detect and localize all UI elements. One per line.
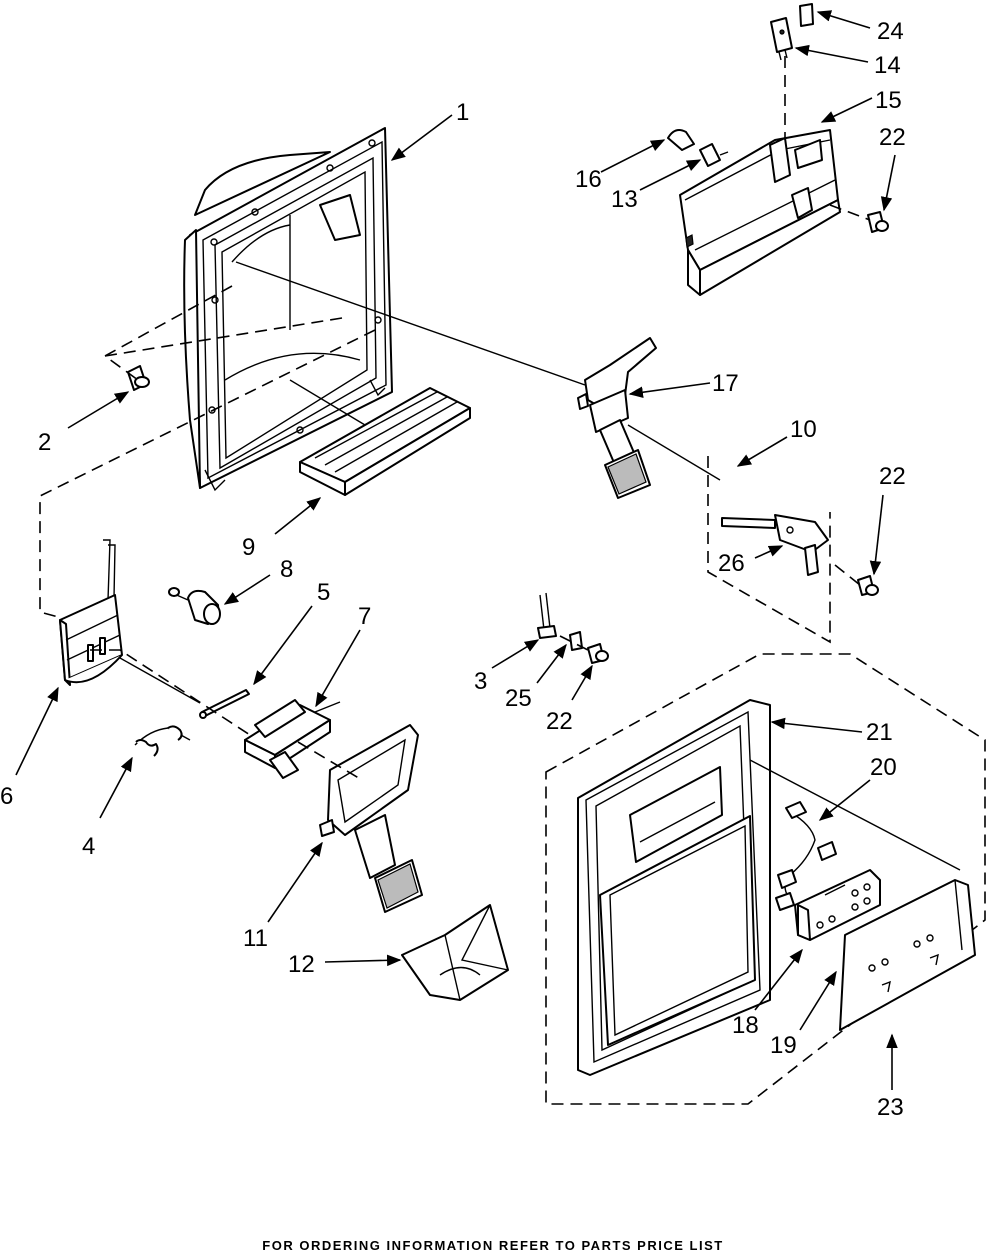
part-8-solenoid [168, 587, 221, 625]
callout-1: 1 [456, 99, 469, 126]
part-22-screw-low [587, 643, 609, 664]
callout-25: 25 [505, 685, 532, 712]
callout-22-mid: 22 [879, 463, 906, 490]
part-12-chute [401, 904, 509, 1001]
callout-5: 5 [317, 579, 330, 606]
callout-17: 17 [712, 370, 739, 397]
callout-11: 11 [243, 925, 268, 952]
part-16-lamp [667, 129, 695, 151]
part-5-pin [199, 689, 250, 719]
callout-13: 13 [611, 186, 638, 213]
part-24-insulator [799, 3, 814, 27]
callout-22-top: 22 [879, 124, 906, 151]
part-22-screw-mid [857, 575, 879, 596]
callout-2: 2 [38, 429, 51, 456]
callout-26: 26 [718, 550, 745, 577]
callout-8: 8 [280, 556, 293, 583]
callout-24: 24 [877, 18, 904, 45]
callout-7: 7 [358, 603, 371, 630]
leader-arrows [15, 10, 898, 1090]
part-4-spring [134, 725, 191, 757]
part-25-clip [569, 631, 583, 651]
part-7-bracket [244, 699, 341, 779]
callout-labels: 1 2 3 4 5 6 7 8 9 10 11 12 13 14 15 16 1… [0, 18, 906, 1121]
callout-20: 20 [870, 754, 897, 781]
ordering-footer: FOR ORDERING INFORMATION REFER TO PARTS … [262, 1238, 724, 1253]
part-18-control-board [794, 869, 881, 941]
callout-22-low: 22 [546, 708, 573, 735]
part-17-water-lever [577, 337, 657, 499]
part-15-housing [679, 129, 841, 296]
assembly-23-boundary [545, 653, 986, 1105]
callout-23: 23 [877, 1094, 904, 1121]
part-10-actuator-assembly [707, 456, 831, 644]
callout-15: 15 [875, 87, 902, 114]
callout-9: 9 [242, 534, 255, 561]
callout-3: 3 [474, 668, 487, 695]
callout-12: 12 [288, 951, 315, 978]
callout-10: 10 [790, 416, 817, 443]
callout-4: 4 [82, 833, 95, 860]
part-22-screw-top [867, 211, 889, 233]
callout-14: 14 [874, 52, 901, 79]
part-6-module [59, 539, 123, 686]
callout-18: 18 [732, 1012, 759, 1039]
part-2-screw [127, 365, 150, 391]
part-1-dispenser-housing [183, 127, 393, 492]
part-11-ice-lever [319, 724, 423, 913]
part-21-dispenser-front [577, 699, 771, 1076]
part-20-harness [775, 801, 837, 911]
callout-16: 16 [575, 166, 602, 193]
part-3-contact [537, 592, 557, 639]
part-19-control-panel [839, 879, 976, 1031]
callout-21: 21 [866, 719, 893, 746]
assembly-lines [39, 56, 961, 871]
callout-19: 19 [770, 1032, 797, 1059]
callout-6: 6 [0, 783, 13, 810]
part-9-drip-tray [299, 387, 471, 496]
part-13-socket [699, 143, 729, 167]
part-14-switch [770, 17, 793, 61]
